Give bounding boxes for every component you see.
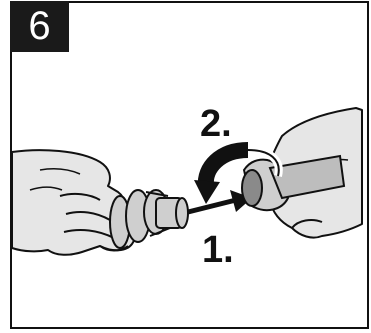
rotate-step-label: 2.: [200, 103, 232, 145]
push-step-label: 1.: [202, 229, 234, 271]
nozzle-icon: [110, 190, 188, 248]
